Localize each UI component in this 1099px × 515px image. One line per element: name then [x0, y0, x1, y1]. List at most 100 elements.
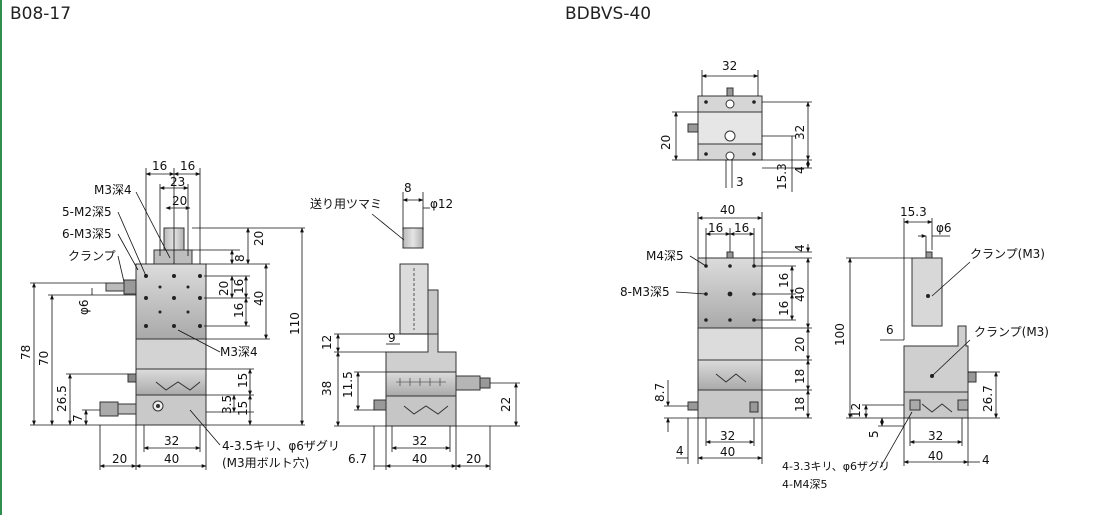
side-base	[385, 395, 457, 427]
dim-20-top: 20	[172, 194, 187, 208]
dim-15: 15	[236, 373, 250, 388]
b0817-side-view: 送り用ツマミ φ12 8 12 9 38 11.5 22 32 6.7 40 2…	[310, 181, 520, 470]
callout-clamp: クランプ	[68, 249, 116, 263]
dim-e-26-7: 26.7	[981, 385, 995, 412]
model-title-right: BDBVS-40	[565, 4, 652, 24]
callout-8-m3-5: 8-M3深5	[620, 285, 670, 299]
side-dimensions	[334, 192, 520, 470]
dim-side-38: 38	[320, 381, 334, 396]
side-bracket	[385, 333, 457, 373]
dim-20-v: 20	[252, 231, 266, 246]
dim-e-5: 5	[867, 430, 881, 438]
dim-d-4: 4	[793, 244, 807, 252]
plate-holes	[144, 274, 202, 328]
clamp-head	[123, 279, 137, 295]
dim-top-32: 32	[722, 59, 737, 73]
dim-side-11-5: 11.5	[341, 371, 355, 398]
dim-side-20: 20	[466, 452, 481, 466]
dim-d-16-left: 16	[708, 221, 723, 235]
callout-clamp-m3-a: クランプ(M3)	[970, 247, 1045, 261]
side-x-stage	[385, 371, 457, 397]
callout-5-m2-5: 5-M2深5	[62, 205, 112, 219]
callout-bolt-hole: 4-3.5キリ、φ6ザグリ	[222, 439, 340, 453]
callout-bolt-note: (M3用ボルト穴)	[222, 455, 309, 470]
dim-110: 110	[288, 312, 302, 335]
bdbvs40-side-view: 15.3 φ6 クランプ(M3) クランプ(M3) 100 6 26.7 12 …	[782, 205, 1049, 491]
bdbvs-side-plate	[911, 257, 943, 327]
side-knob-shaft	[117, 403, 137, 415]
dim-e-32: 32	[928, 429, 943, 443]
dim-16-right: 16	[180, 159, 195, 173]
dim-d-20: 20	[793, 337, 807, 352]
bdbvs40-top-view: 32 20 32 3 15.3 4	[659, 59, 812, 192]
side-dim-text: 送り用ツマミ φ12 8 12 9 38 11.5 22 32 6.7 40 2…	[310, 181, 513, 466]
dim-d-16-right: 16	[734, 221, 749, 235]
dim-d-40-v: 40	[793, 287, 807, 302]
dim-d-40: 40	[720, 203, 735, 217]
callout-bolt2-m4: 4-M4深5	[782, 478, 827, 491]
phi6-label: φ6	[77, 299, 91, 315]
dim-d-18-b: 18	[793, 397, 807, 412]
dim-32: 32	[164, 434, 179, 448]
callout-6-m3-5: 6-M3深5	[62, 227, 112, 241]
dim-side-9: 9	[388, 331, 396, 345]
dim-16-s2: 16	[232, 303, 246, 318]
sheet-edge-bar	[0, 0, 2, 515]
dim-e-15-3: 15.3	[900, 205, 927, 219]
dim-d-40-b: 40	[720, 445, 735, 459]
b0817-front-view: 16 16 23 20 20 8 20 16 40 16 110 15 3.5 …	[19, 159, 340, 470]
dim-40-b: 40	[164, 452, 179, 466]
dim-d-4-b: 4	[676, 444, 684, 458]
dim-side-12: 12	[320, 335, 334, 350]
dim-d-8-7: 8.7	[653, 383, 667, 402]
callout-phi12: φ12	[430, 197, 453, 211]
dim-side-6-7: 6.7	[348, 452, 367, 466]
dim-d-16-v2: 16	[777, 301, 791, 316]
dim-20-b: 20	[112, 452, 127, 466]
callout-knob: 送り用ツマミ	[310, 196, 382, 211]
front-callouts: M3深4 5-M2深5 6-M3深5 クランプ M3深4 4-3.5キリ、φ6ザ…	[62, 183, 340, 470]
dim-e-6: 6	[886, 323, 894, 337]
dim-top-32-v: 32	[793, 125, 807, 140]
callout-m3-4: M3深4	[94, 183, 132, 197]
dim-top-15-3: 15.3	[775, 163, 789, 190]
callout-bolt2-hole: 4-3.3キリ、φ6ザグリ	[782, 459, 890, 473]
bdbvs-stage	[697, 359, 763, 391]
dim-16-s: 16	[232, 279, 246, 294]
dim-d-16-v: 16	[777, 273, 791, 288]
clamp-screw	[105, 282, 127, 292]
bdbvs40-front-view: 40 16 16 4 16 40 16 20 18 18 8.7 32 4 40…	[620, 203, 812, 464]
dim-top-3: 3	[736, 175, 744, 189]
dim-15-b: 15	[236, 401, 250, 416]
dim-top-20: 20	[659, 135, 673, 150]
callout-phi6-b: φ6	[936, 221, 952, 235]
base-plate	[135, 394, 207, 426]
dim-23: 23	[170, 175, 185, 189]
dim-e-12: 12	[849, 403, 863, 418]
dim-40-v: 40	[252, 291, 266, 306]
callout-m3-4b: M3深4	[220, 345, 258, 359]
dim-20-s: 20	[217, 281, 231, 296]
dim-70: 70	[37, 351, 51, 366]
dovetail	[155, 381, 201, 391]
dim-side-8: 8	[404, 181, 412, 195]
dim-e-4: 4	[982, 453, 990, 467]
side-micrometer	[455, 375, 481, 391]
dim-top-4: 4	[793, 166, 807, 174]
dim-e-100: 100	[833, 323, 847, 346]
dim-78: 78	[19, 345, 33, 360]
bdbvs-side-bracket	[903, 325, 969, 393]
x-stage	[135, 368, 207, 396]
dim-26-5: 26.5	[55, 385, 69, 412]
side-knob-top	[402, 227, 424, 249]
dim-8: 8	[233, 254, 247, 262]
dim-d-18: 18	[793, 369, 807, 384]
front-dimensions	[30, 168, 305, 470]
dim-3-5: 3.5	[220, 395, 234, 414]
callout-clamp-m3-b: クランプ(M3)	[974, 325, 1049, 339]
dim-7: 7	[71, 414, 85, 422]
side-knob	[99, 401, 119, 417]
vertical-column	[135, 338, 207, 370]
dim-d-32: 32	[720, 429, 735, 443]
